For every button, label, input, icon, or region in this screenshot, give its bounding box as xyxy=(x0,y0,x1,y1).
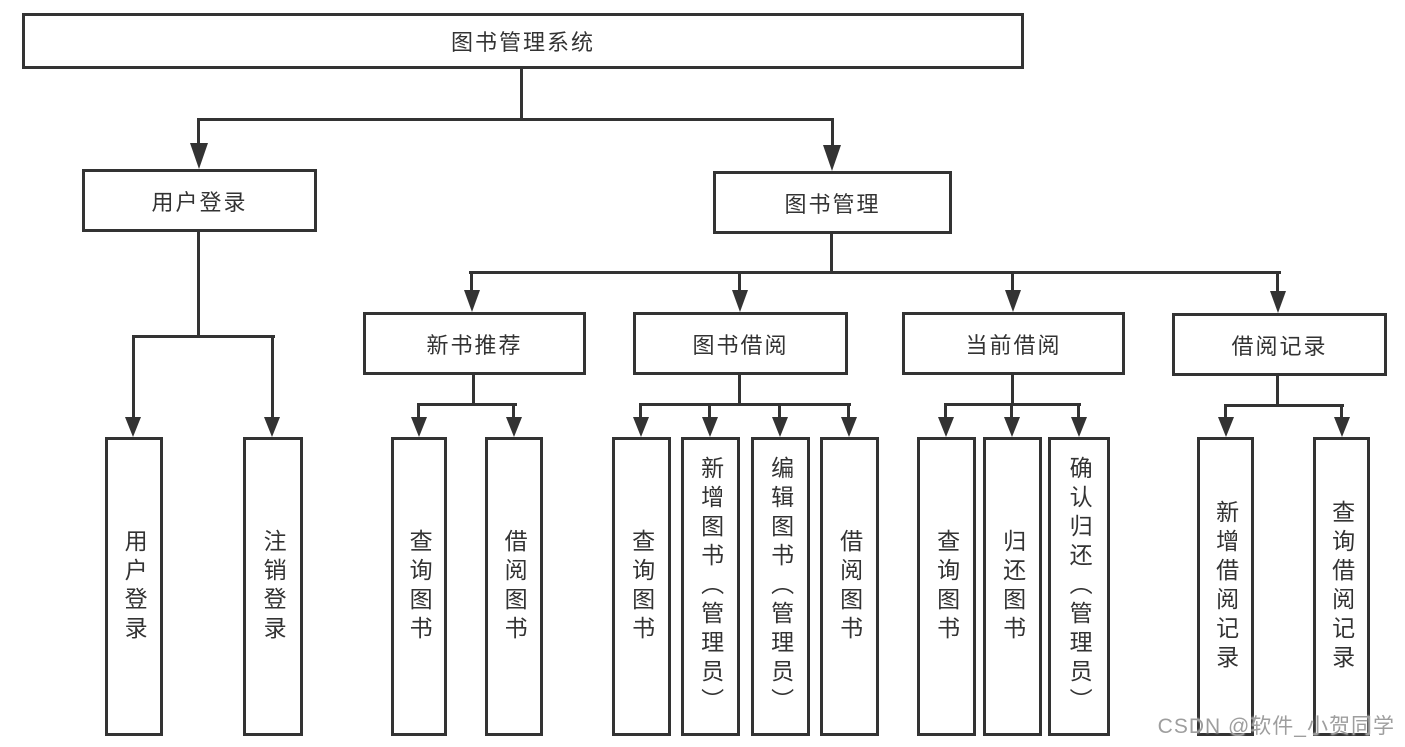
arrowhead-icon xyxy=(702,417,718,437)
leaf-label: 新增图书（管理员） xyxy=(697,456,724,717)
node-user-login: 用户登录 xyxy=(82,169,317,232)
leaf-label: 新增借阅记录 xyxy=(1212,499,1239,674)
node-current-borrowing: 当前借阅 xyxy=(902,312,1125,375)
arrowhead-icon xyxy=(506,417,522,437)
leaf-borrowing-query-books: 查询图书 xyxy=(612,437,671,736)
arrowhead-icon xyxy=(938,417,954,437)
arrowhead-icon xyxy=(190,143,208,169)
leaf-label: 用户登录 xyxy=(121,528,148,645)
arrowhead-icon xyxy=(841,417,857,437)
connector-line xyxy=(1077,403,1080,420)
arrowhead-icon xyxy=(1270,291,1286,313)
connector-line xyxy=(944,403,947,420)
connector-line xyxy=(132,335,275,338)
leaf-label: 借阅图书 xyxy=(836,528,863,645)
connector-line xyxy=(512,403,515,420)
connector-line xyxy=(708,403,711,420)
connector-line xyxy=(469,271,1281,274)
leaf-label: 查询图书 xyxy=(628,528,655,645)
node-library-system: 图书管理系统 xyxy=(22,13,1024,69)
leaf-confirm-return-admin: 确认归还（管理员） xyxy=(1048,437,1110,736)
connector-line xyxy=(197,118,834,121)
connector-line xyxy=(470,271,473,293)
connector-line xyxy=(778,403,781,420)
node-borrow-records: 借阅记录 xyxy=(1172,313,1387,376)
connector-line xyxy=(1224,404,1227,420)
leaf-add-borrow-record: 新增借阅记录 xyxy=(1197,437,1254,736)
leaf-user-login: 用户登录 xyxy=(105,437,163,736)
leaf-borrow-books: 借阅图书 xyxy=(820,437,879,736)
arrowhead-icon xyxy=(125,417,141,437)
leaf-logout: 注销登录 xyxy=(243,437,303,736)
leaf-label: 归还图书 xyxy=(999,528,1026,645)
connector-line xyxy=(271,335,274,420)
connector-line xyxy=(1011,271,1014,293)
connector-line xyxy=(1276,376,1279,407)
node-book-management: 图书管理 xyxy=(713,171,952,234)
arrowhead-icon xyxy=(264,417,280,437)
arrowhead-icon xyxy=(633,417,649,437)
arrowhead-icon xyxy=(1218,417,1234,437)
connector-line xyxy=(1011,375,1014,406)
connector-line xyxy=(520,67,523,121)
leaf-add-books-admin: 新增图书（管理员） xyxy=(681,437,740,736)
connector-line xyxy=(417,403,420,420)
connector-line xyxy=(472,375,475,406)
connector-line xyxy=(197,118,200,146)
leaf-recommend-query-books: 查询图书 xyxy=(391,437,447,736)
connector-line xyxy=(1010,403,1013,420)
leaf-label: 查询借阅记录 xyxy=(1328,499,1355,674)
connector-line xyxy=(639,403,642,420)
leaf-label: 借阅图书 xyxy=(501,528,528,645)
connector-line xyxy=(738,375,741,406)
connector-line xyxy=(132,335,135,420)
arrowhead-icon xyxy=(1005,290,1021,312)
leaf-return-books: 归还图书 xyxy=(983,437,1042,736)
arrowhead-icon xyxy=(732,290,748,312)
connector-line xyxy=(831,118,834,148)
connector-line xyxy=(738,271,741,293)
connector-line xyxy=(1276,271,1279,293)
csdn-watermark: CSDN @软件_小贺同学 xyxy=(1157,715,1395,738)
arrowhead-icon xyxy=(1071,417,1087,437)
node-new-book-recommend: 新书推荐 xyxy=(363,312,586,375)
leaf-label: 查询图书 xyxy=(933,528,960,645)
connector-line xyxy=(1340,404,1343,420)
arrowhead-icon xyxy=(1334,417,1350,437)
connector-line xyxy=(417,403,517,406)
arrowhead-icon xyxy=(772,417,788,437)
arrowhead-icon xyxy=(1004,417,1020,437)
node-book-borrowing: 图书借阅 xyxy=(633,312,848,375)
leaf-recommend-borrow-books: 借阅图书 xyxy=(485,437,543,736)
connector-line xyxy=(847,403,850,420)
arrowhead-icon xyxy=(464,290,480,312)
leaf-current-query-books: 查询图书 xyxy=(917,437,976,736)
leaf-label: 确认归还（管理员） xyxy=(1066,456,1093,717)
connector-line xyxy=(639,403,851,406)
leaf-edit-books-admin: 编辑图书（管理员） xyxy=(751,437,810,736)
leaf-label: 编辑图书（管理员） xyxy=(767,456,794,717)
connector-line xyxy=(1224,404,1344,407)
leaf-label: 查询图书 xyxy=(406,528,433,645)
arrowhead-icon xyxy=(411,417,427,437)
leaf-query-borrow-record: 查询借阅记录 xyxy=(1313,437,1370,736)
arrowhead-icon xyxy=(823,145,841,171)
leaf-label: 注销登录 xyxy=(260,528,287,645)
connector-line xyxy=(830,234,833,274)
connector-line xyxy=(197,232,200,338)
